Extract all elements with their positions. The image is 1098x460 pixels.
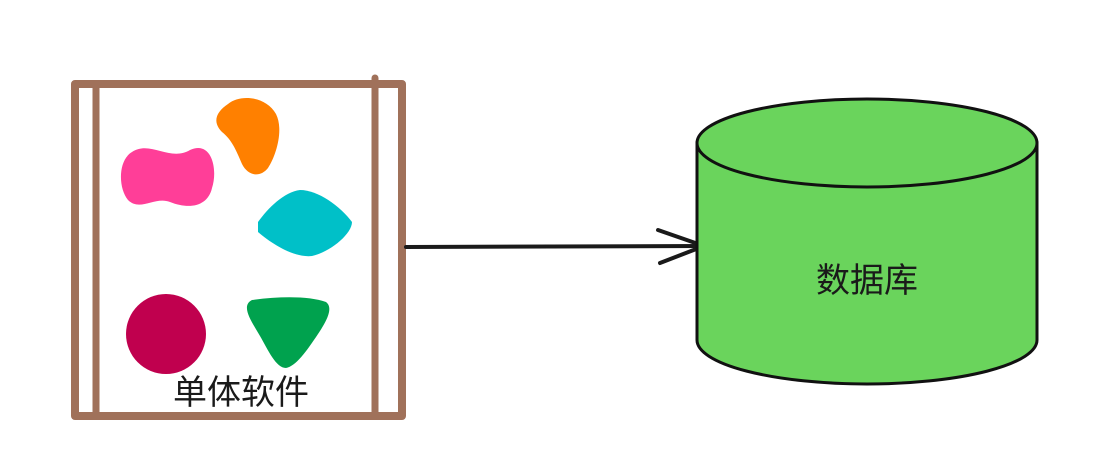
- crimson-circle-shape: [126, 294, 206, 374]
- database-top: [697, 99, 1037, 187]
- database-cylinder: 数据库: [697, 99, 1037, 384]
- pink-bowtie-shape: [121, 148, 214, 206]
- cyan-diamond-shape: [258, 190, 352, 256]
- orange-blob-shape: [216, 98, 279, 174]
- monolith-label: 单体软件: [173, 373, 309, 413]
- monolith-box: 单体软件: [75, 78, 402, 416]
- arrow-shaft: [406, 246, 704, 247]
- connector-arrow: [406, 230, 704, 263]
- green-triangle-shape: [247, 297, 329, 368]
- database-label: 数据库: [816, 261, 918, 301]
